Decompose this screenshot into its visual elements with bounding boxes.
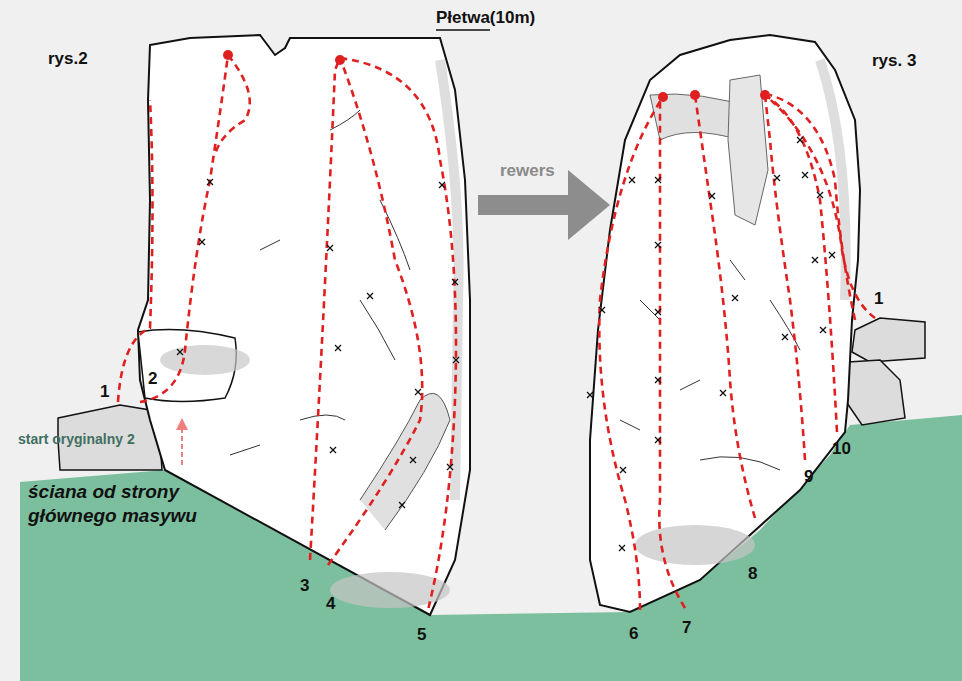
route-number: 4 [326,595,335,614]
bolt-mark [399,502,405,508]
bolt-mark [629,177,635,183]
bolt-mark [177,349,183,355]
side-label: rewers [500,162,555,181]
bolt-mark [439,182,445,188]
bolt-mark [447,464,453,470]
bolt-mark [655,242,661,248]
topo-title: Płetwa(10m) [436,9,535,28]
wall-note: ściana od strony głównego masywu [28,480,263,528]
bolt-mark [732,295,738,301]
bolt-mark [330,447,336,453]
bolt-mark [452,279,458,285]
bolt-mark [587,392,593,398]
bolt-mark [774,175,780,181]
route-number: 7 [682,619,691,638]
bolt-mark [655,437,661,443]
bolt-mark [330,447,336,453]
bolt-mark [655,437,661,443]
bolt-mark [655,177,661,183]
bolt-mark [829,252,835,258]
bolt-mark [820,327,826,333]
route-number: 1 [874,290,883,309]
bolt-mark [820,327,826,333]
route-number: 2 [148,370,157,389]
bolt-mark [415,389,421,395]
bolt-mark [335,345,341,351]
route-number: 1 [100,383,109,402]
bolt-mark [620,467,626,473]
bolt-mark [452,279,458,285]
bolt-mark [829,252,835,258]
bolt-mark [335,345,341,351]
bolt-mark [410,457,416,463]
bolt-mark [453,357,459,363]
bolt-mark [207,179,213,185]
bolt-mark [720,390,726,396]
bolt-mark [802,172,808,178]
bolt-mark [367,293,373,299]
bolt-mark [655,242,661,248]
bolt-mark [453,357,459,363]
bolt-mark [177,349,183,355]
bolt-mark [812,257,818,263]
bolt-mark [199,239,205,245]
route-number: 3 [300,577,309,596]
route-number: 6 [629,625,638,644]
bolt-mark [399,502,405,508]
bolt-mark [327,245,333,251]
bolt-mark [655,309,661,315]
route-number: 5 [417,626,426,645]
bolt-mark [655,377,661,383]
bolt-mark [415,389,421,395]
bolt-mark [327,245,333,251]
bolt-mark [782,334,788,340]
bolt-mark [620,467,626,473]
bolt-mark [802,172,808,178]
bolt-mark [720,390,726,396]
bolt-mark [619,545,625,551]
bolt-mark [709,193,715,199]
bolt-mark [587,392,593,398]
bolt-mark [812,257,818,263]
bolt-mark [199,239,205,245]
bolt-mark [782,334,788,340]
start-note: start oryginalny 2 [18,432,135,447]
bolt-mark [817,192,823,198]
bolt-mark [797,137,803,143]
bolt-mark [655,309,661,315]
figure-label: rys. 3 [872,52,916,71]
bolt-mark [709,193,715,199]
bolt-mark [655,177,661,183]
route-number: 9 [804,468,813,487]
bolt-mark [732,295,738,301]
bolt-mark [410,457,416,463]
bolt-mark [367,293,373,299]
bolt-mark [817,192,823,198]
bolt-mark [619,545,625,551]
bolt-mark [207,179,213,185]
bolt-mark [599,307,605,313]
route-number: 10 [832,440,851,459]
bolt-mark [439,182,445,188]
bolt-mark [629,177,635,183]
bolt-mark [655,377,661,383]
route-number: 8 [748,565,757,584]
bolt-mark [447,464,453,470]
bolt-mark [774,175,780,181]
figure-label: rys.2 [48,50,88,69]
bolt-mark [797,137,803,143]
bolt-mark [599,307,605,313]
